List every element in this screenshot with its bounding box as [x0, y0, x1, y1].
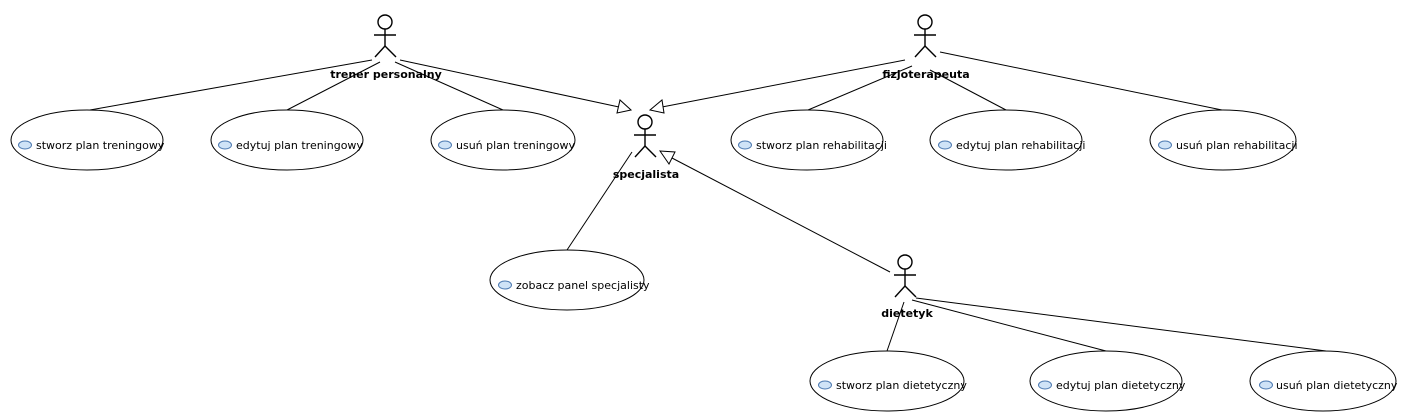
actor-label-fizjo: fizjoterapeuta	[882, 68, 969, 81]
use-case-label: stworz plan rehabilitacji	[756, 139, 887, 152]
use-case-label: stworz plan treningowy	[36, 139, 165, 152]
use-case-icon	[1259, 380, 1273, 390]
associations	[89, 51, 1327, 352]
actor-label-specjalista: specjalista	[613, 168, 679, 181]
actor-specjalista	[634, 114, 657, 158]
use-case-label: usuń plan dietetyczny	[1276, 379, 1398, 392]
assoc-dietetyk-usun-diet	[915, 297, 1327, 352]
use-case-stworz-plan-dietetyczny: stworz plan dietetyczny	[809, 350, 967, 412]
use-case-usun-plan-dietetyczny: usuń plan dietetyczny	[1249, 350, 1398, 412]
gen-arrowhead-trener	[616, 99, 633, 114]
gen-trener-specjalista	[399, 59, 620, 108]
assoc-trener-usun-trening	[394, 61, 504, 111]
assoc-dietetyk-edytuj-diet	[911, 299, 1107, 352]
use-case-label: usuń plan treningowy	[456, 139, 575, 152]
gen-fizjo-specjalista	[661, 59, 906, 108]
use-case-edytuj-plan-treningowy: edytuj plan treningowy	[210, 109, 364, 171]
use-case-edytuj-plan-rehabilitacji: edytuj plan rehabilitacji	[929, 109, 1085, 171]
use-case-icon	[1038, 380, 1052, 390]
assoc-fizjo-usun-rehab	[939, 51, 1223, 111]
use-case-stworz-plan-rehabilitacji: stworz plan rehabilitacji	[730, 109, 887, 171]
gen-dietetyk-specjalista	[671, 157, 891, 273]
use-case-usun-plan-treningowy: usuń plan treningowy	[430, 109, 576, 171]
use-case-icon	[18, 140, 32, 150]
assoc-specjalista-zobacz-panel	[566, 151, 633, 251]
use-case-usun-plan-rehabilitacji: usuń plan rehabilitacji	[1149, 109, 1298, 171]
gen-arrowhead-fizjo	[648, 99, 665, 114]
use-case-label: edytuj plan dietetyczny	[1056, 379, 1186, 392]
use-case-label: usuń plan rehabilitacji	[1176, 139, 1298, 152]
use-case-icon	[438, 140, 452, 150]
use-case-edytuj-plan-dietetyczny: edytuj plan dietetyczny	[1029, 350, 1186, 412]
actor-label-dietetyk: dietetyk	[881, 307, 933, 320]
use-case-icon	[938, 140, 952, 150]
use-case-zobacz-panel-specjalisty: zobacz panel specjalisty	[489, 249, 650, 311]
assoc-trener-edytuj-trening	[286, 61, 381, 111]
assoc-fizjo-edytuj-rehab	[929, 69, 1007, 111]
use-case-icon	[738, 140, 752, 150]
actor-label-trener: trener personalny	[330, 68, 442, 81]
gen-arrowhead-dietetyk	[658, 150, 676, 165]
use-case-label: edytuj plan treningowy	[236, 139, 363, 152]
assoc-fizjo-stworz-rehab	[807, 65, 913, 111]
actor-fizjoterapeuta	[914, 14, 937, 58]
use-case-icon	[498, 280, 512, 290]
use-case-label: edytuj plan rehabilitacji	[956, 139, 1085, 152]
use-case-icon	[1158, 140, 1172, 150]
use-case-label: stworz plan dietetyczny	[836, 379, 967, 392]
use-case-icon	[818, 380, 832, 390]
use-case-label: zobacz panel specjalisty	[516, 279, 650, 292]
use-case-icon	[218, 140, 232, 150]
generalizations	[399, 59, 906, 273]
actor-trener-personalny	[374, 14, 397, 58]
assoc-dietetyk-stworz-diet	[886, 301, 905, 352]
assoc-trener-stworz-trening	[89, 59, 373, 111]
actor-dietetyk	[894, 254, 917, 298]
use-case-stworz-plan-treningowy: stworz plan treningowy	[10, 109, 165, 171]
